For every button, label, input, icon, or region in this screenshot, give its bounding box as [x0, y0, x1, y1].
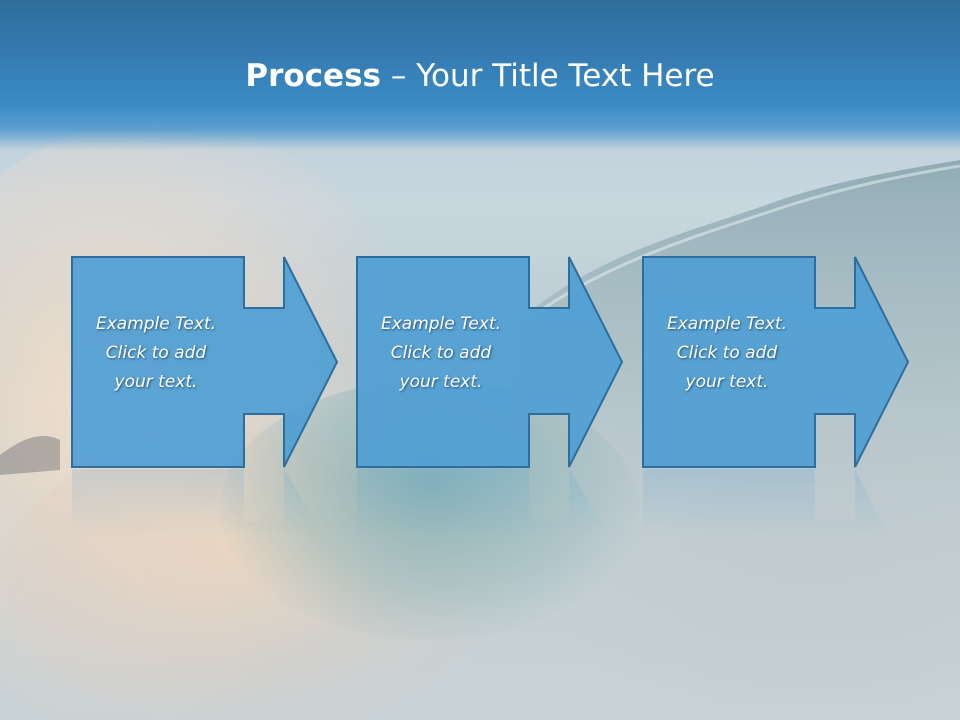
step-arrow-box[interactable] [71, 256, 349, 468]
step-text-line-3: your text. [399, 372, 483, 392]
step-text-line-2: Click to add [105, 343, 207, 363]
step-reflection [357, 469, 633, 679]
step-arrow-box[interactable] [356, 256, 634, 468]
step-text-line-3: your text. [685, 372, 769, 392]
step-arrow-box[interactable] [642, 256, 920, 468]
step-text-line-2: Click to add [390, 343, 492, 363]
step-text-line-2: Click to add [676, 343, 778, 363]
process-step-3: Example Text. Click to add your text. [642, 256, 920, 679]
process-step-1: Example Text. Click to add your text. [71, 256, 349, 679]
step-text[interactable]: Example Text. Click to add your text. [648, 310, 806, 397]
step-reflection [643, 469, 908, 679]
step-reflection [72, 469, 348, 679]
step-text-line-1: Example Text. [95, 314, 217, 334]
title-strong: Process [245, 58, 381, 94]
process-step-2: Example Text. Click to add your text. [356, 256, 634, 679]
step-text-line-3: your text. [114, 372, 198, 392]
step-text[interactable]: Example Text. Click to add your text. [77, 310, 235, 397]
step-text-line-1: Example Text. [666, 314, 788, 334]
step-text[interactable]: Example Text. Click to add your text. [362, 310, 520, 397]
slide-title: Process – Your Title Text Here [0, 56, 960, 96]
title-rest: – Your Title Text Here [381, 58, 715, 94]
title-band [0, 0, 960, 150]
step-text-line-1: Example Text. [380, 314, 502, 334]
